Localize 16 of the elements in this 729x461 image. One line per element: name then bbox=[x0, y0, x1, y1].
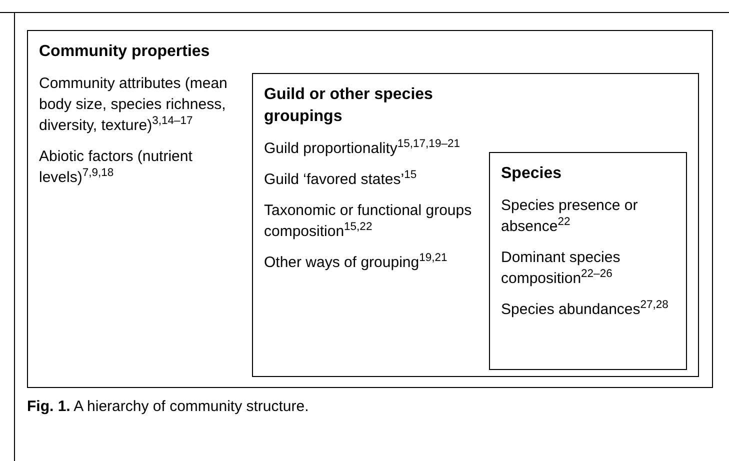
property-text: Guild proportionality$^{15,17,19–21}$ bbox=[264, 138, 461, 159]
box-heading: Guild or other species groupings bbox=[264, 85, 434, 127]
property-text: Dominant species composition$^{22–26}$ bbox=[501, 248, 622, 289]
property-text: Taxonomic or functional groups composition$^{15,22}$ bbox=[264, 201, 473, 242]
figure-caption: Fig. 1. A hierarchy of community structure. bbox=[27, 397, 309, 417]
property-text: Species abundances$^{27,28}$ bbox=[501, 299, 670, 320]
hierarchy-box bbox=[252, 73, 699, 377]
hierarchy-box bbox=[27, 30, 713, 388]
box-heading: Community properties bbox=[39, 42, 211, 62]
property-text: Other ways of grouping$^{19,21}$ bbox=[264, 252, 448, 273]
property-text: Community attributes (mean body size, species richness, diversity, texture)$^{3,14–17}$ bbox=[39, 74, 228, 136]
property-text: Abiotic factors (nutrient levels)$^{7,9,18}$ bbox=[39, 147, 194, 188]
property-text: Guild ‘favored states’$^{15}$ bbox=[264, 169, 418, 190]
property-text: Species presence or absence$^{22}$ bbox=[501, 196, 639, 237]
box-heading: Species bbox=[501, 164, 562, 184]
hierarchy-box bbox=[489, 152, 687, 370]
